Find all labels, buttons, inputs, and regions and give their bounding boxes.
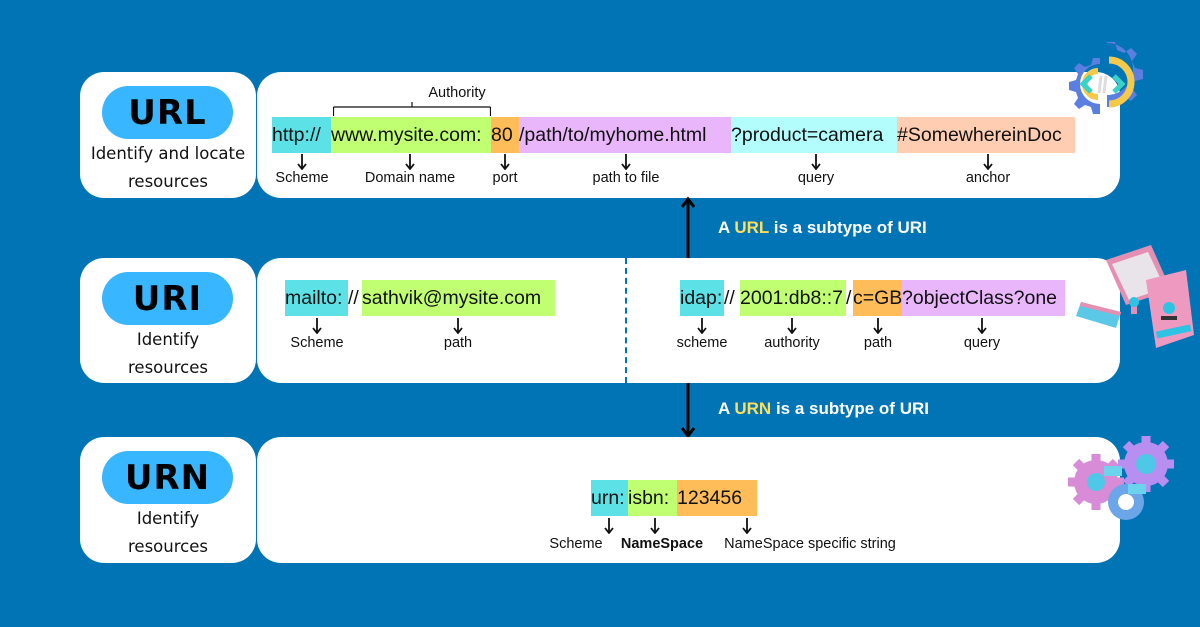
arrow-down-icon bbox=[650, 518, 660, 534]
label-path-to-file: path to file bbox=[592, 170, 660, 186]
url-description-line1: Identify and locate bbox=[90, 144, 246, 163]
label-scheme: Scheme bbox=[275, 170, 329, 186]
arrow-down-icon bbox=[983, 154, 993, 170]
label-query: query bbox=[797, 170, 835, 186]
arrow-down-icon bbox=[621, 154, 631, 170]
url-path-segment: /path/to/myhome.html bbox=[519, 117, 731, 153]
urn-highlight: URN bbox=[734, 399, 772, 418]
idap-slash: / bbox=[846, 287, 852, 309]
label-domain-name: Domain name bbox=[364, 170, 456, 186]
arrow-down-icon bbox=[312, 318, 322, 334]
mailto-scheme-segment: mailto: bbox=[285, 280, 348, 316]
uri-description-line2: resources bbox=[128, 358, 208, 377]
arrow-down-icon bbox=[604, 518, 614, 534]
arrow-down-icon bbox=[977, 318, 987, 334]
url-title-card: URL Identify and locate resources bbox=[80, 72, 256, 198]
arrow-down-icon bbox=[787, 318, 797, 334]
arrow-down-icon bbox=[453, 318, 463, 334]
arrow-down-icon bbox=[697, 318, 707, 334]
label-authority: authority bbox=[764, 335, 820, 351]
arrow-down-icon bbox=[297, 154, 307, 170]
label-anchor: anchor bbox=[965, 170, 1011, 186]
url-anchor-segment: #SomewhereinDoc bbox=[897, 117, 1075, 153]
idap-separator: // bbox=[724, 287, 735, 309]
label-path: path bbox=[863, 335, 893, 351]
label-path: path bbox=[443, 335, 473, 351]
url-query-segment: ?product=camera bbox=[731, 117, 897, 153]
url-scheme-segment: http:// bbox=[272, 117, 331, 153]
idap-authority-segment: 2001:db8::7 bbox=[740, 280, 846, 316]
idap-scheme-segment: idap: bbox=[680, 280, 724, 316]
url-pill: URL bbox=[102, 86, 233, 139]
arrow-down-icon bbox=[811, 154, 821, 170]
arrow-down-icon bbox=[405, 154, 415, 170]
uri-title-card: URI Identify resources bbox=[80, 258, 256, 383]
uri-pill: URI bbox=[102, 272, 233, 325]
gears-icon bbox=[1068, 436, 1174, 520]
urn-example: urn: isbn: 123456 bbox=[591, 480, 757, 516]
label-scheme: Scheme bbox=[549, 536, 603, 552]
urn-title-card: URN Identify resources bbox=[80, 437, 256, 563]
urn-description-line1: Identify bbox=[136, 509, 200, 528]
code-gear-icon bbox=[1069, 42, 1143, 114]
urn-pill: URN bbox=[102, 451, 233, 504]
arrow-up-icon bbox=[680, 196, 696, 258]
url-subtype-note: A URL is a subtype of URI bbox=[718, 218, 927, 237]
authority-bracket bbox=[333, 102, 491, 116]
label-namespace-specific-string: NameSpace specific string bbox=[724, 536, 896, 552]
label-scheme: scheme bbox=[676, 335, 728, 351]
uri-mailto-example: mailto: // sathvik@mysite.com bbox=[285, 280, 555, 316]
urn-scheme-segment: urn: bbox=[591, 480, 628, 516]
mailto-path-segment: sathvik@mysite.com bbox=[362, 280, 555, 316]
idap-query-segment: ?objectClass?one bbox=[902, 280, 1065, 316]
uri-idap-example: idap: // 2001:db8::7 / c=GB ?objectClass… bbox=[680, 280, 1065, 316]
urn-description-line2: resources bbox=[128, 537, 208, 556]
mailto-separator: // bbox=[348, 287, 359, 309]
urn-example-card: urn: isbn: 123456 Scheme NameSpace NameS… bbox=[257, 437, 1120, 563]
idap-path-segment: c=GB bbox=[853, 280, 902, 316]
urn-nss-segment: 123456 bbox=[677, 480, 757, 516]
computer-icon bbox=[1076, 245, 1194, 348]
arrow-down-icon bbox=[742, 518, 752, 534]
arrow-down-icon bbox=[500, 154, 510, 170]
arrow-down-icon bbox=[680, 383, 696, 439]
urn-subtype-note: A URN is a subtype of URI bbox=[718, 399, 929, 418]
label-query: query bbox=[963, 335, 1001, 351]
url-authority-segment: www.mysite.com: bbox=[331, 117, 491, 153]
urn-namespace-segment: isbn: bbox=[628, 480, 677, 516]
authority-label: Authority bbox=[428, 85, 486, 101]
uri-description-line1: Identify bbox=[136, 330, 200, 349]
arrow-down-icon bbox=[873, 318, 883, 334]
label-port: port bbox=[492, 170, 518, 186]
uri-example-card: mailto: // sathvik@mysite.com Scheme pat… bbox=[257, 258, 1120, 383]
url-example-card: Authority http:// www.mysite.com: 80 /pa… bbox=[257, 72, 1120, 198]
divider-dashed bbox=[625, 258, 627, 383]
url-highlight: URL bbox=[734, 218, 770, 237]
url-port-segment: 80 bbox=[491, 117, 519, 153]
label-namespace: NameSpace bbox=[620, 536, 704, 552]
url-description-line2: resources bbox=[128, 172, 208, 191]
label-scheme: Scheme bbox=[290, 335, 344, 351]
url-example: http:// www.mysite.com: 80 /path/to/myho… bbox=[272, 117, 1075, 153]
